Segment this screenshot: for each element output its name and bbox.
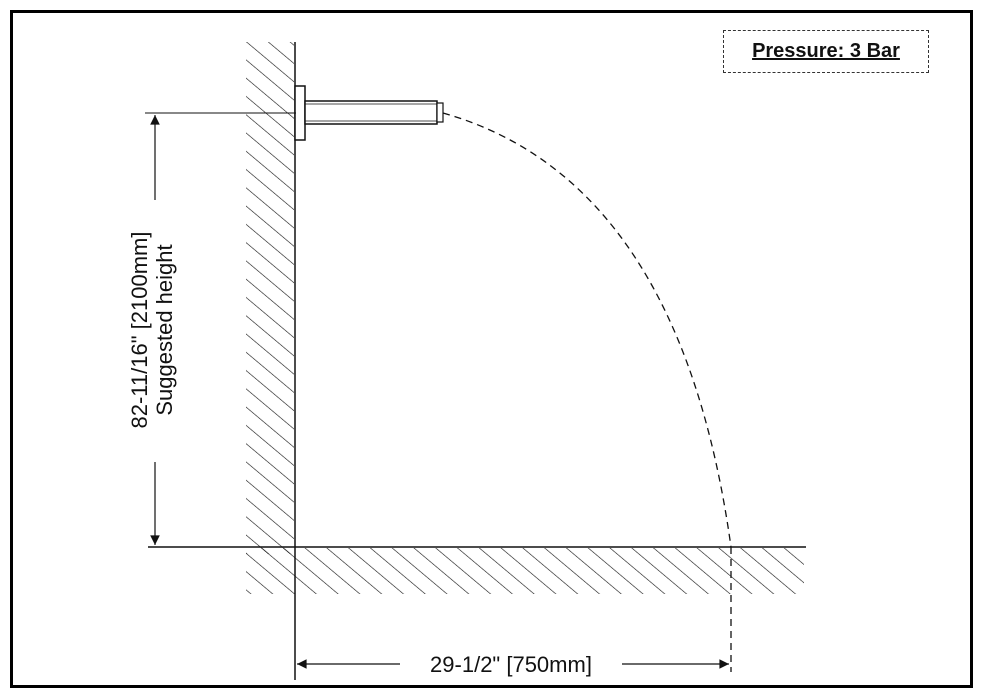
reach-value-label: 29-1/2" [750mm] [430, 652, 592, 677]
floor-hatch [246, 548, 804, 594]
pressure-callout: Pressure: 3 Bar [723, 30, 929, 73]
pressure-label: Pressure: 3 Bar [752, 40, 900, 62]
spray-trajectory [442, 112, 732, 548]
height-dimension [145, 112, 296, 545]
height-caption-label: Suggested height [152, 244, 177, 415]
spout [294, 85, 444, 141]
drawing-frame [10, 10, 973, 688]
wall-hatch [246, 42, 294, 554]
height-value-label: 82-11/16" [2100mm] [127, 232, 152, 429]
